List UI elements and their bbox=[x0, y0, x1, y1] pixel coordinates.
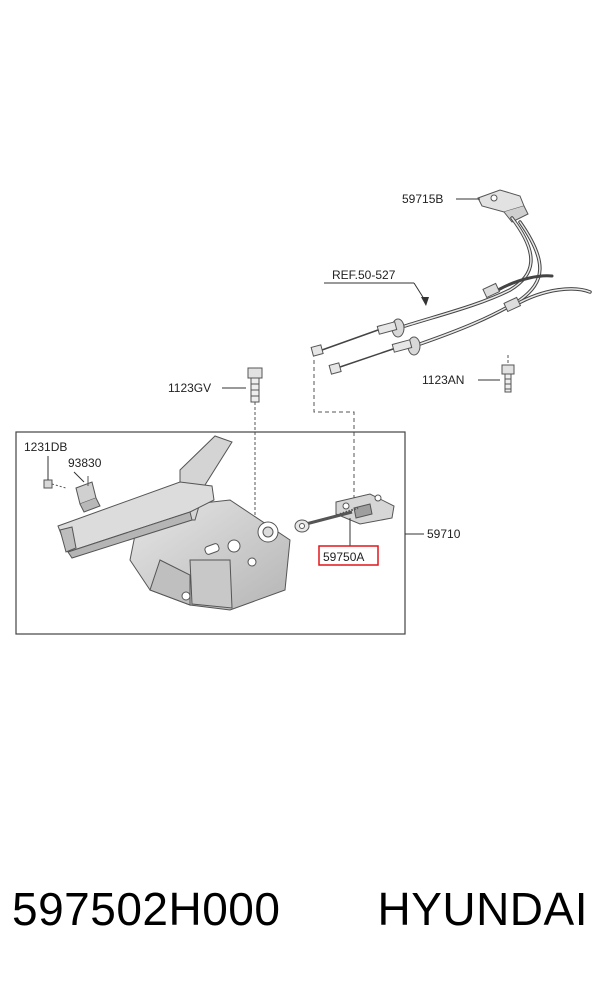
assembly-box-59710 bbox=[15, 431, 406, 635]
footer-caption: 597502H000 HYUNDAI bbox=[0, 872, 600, 952]
screw-1231DB bbox=[43, 479, 67, 489]
highlight-box-59750A bbox=[318, 545, 379, 566]
parking-brake-cable bbox=[310, 189, 592, 375]
ref-leader bbox=[324, 282, 429, 306]
label-59750A: 59750A bbox=[323, 550, 364, 564]
parking-brake-lever bbox=[57, 435, 291, 611]
clip-93830 bbox=[75, 476, 101, 513]
brand-name: HYUNDAI bbox=[377, 883, 588, 935]
leader-93830 bbox=[73, 471, 85, 483]
label-1123GV: 1123GV bbox=[168, 381, 211, 395]
label-59710: 59710 bbox=[427, 527, 461, 541]
part-number: 597502H000 bbox=[12, 883, 281, 935]
equalizer-59750A bbox=[294, 493, 395, 533]
bolt-1123AN bbox=[501, 355, 515, 393]
label-59715B: 59715B bbox=[402, 192, 443, 206]
label-1123AN: 1123AN bbox=[422, 373, 464, 387]
parts-diagram: 59715B REF.50-527 1123GV 1123AN 1231DB 9… bbox=[15, 189, 592, 635]
label-1231DB: 1231DB bbox=[24, 440, 67, 454]
label-93830: 93830 bbox=[68, 456, 102, 470]
cable-bracket bbox=[477, 189, 529, 223]
cable-connection-dashed bbox=[313, 360, 355, 505]
label-ref-50-527: REF.50-527 bbox=[332, 268, 396, 282]
